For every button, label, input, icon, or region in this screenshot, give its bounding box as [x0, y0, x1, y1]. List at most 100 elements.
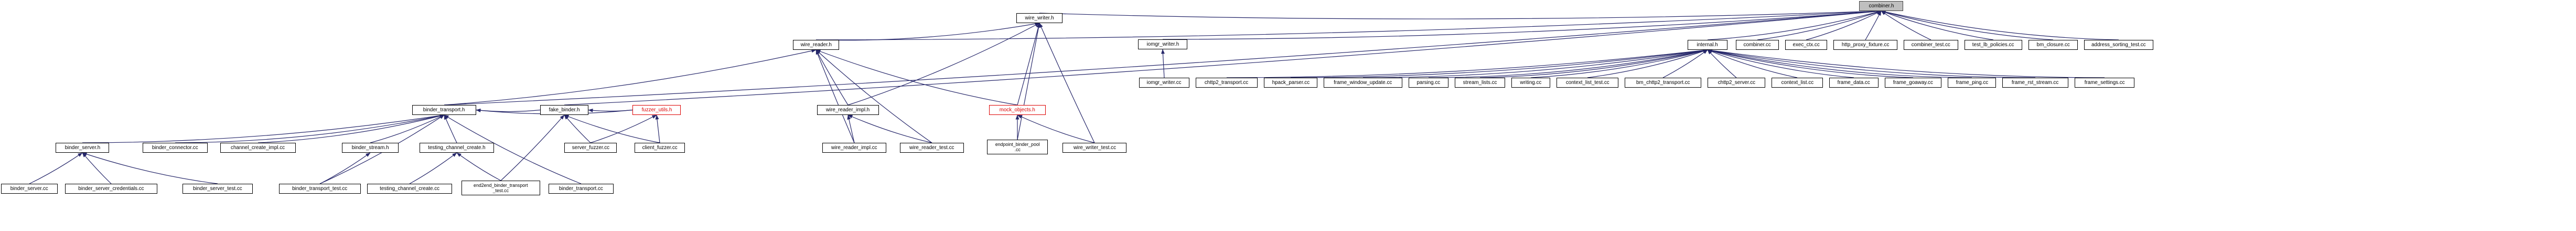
graph-node-bm-chttp2-transport-cc[interactable]: bm_chttp2_transport.cc	[1625, 78, 1701, 88]
graph-node-combiner-cc[interactable]: combiner.cc	[1736, 40, 1779, 50]
graph-node-label: writing.cc	[1520, 79, 1542, 86]
graph-node-binder-transport-h[interactable]: binder_transport.h	[412, 105, 476, 115]
graph-node-frame-data-cc[interactable]: frame_data.cc	[1829, 78, 1879, 88]
graph-node-binder-stream-h[interactable]: binder_stream.h	[342, 143, 399, 153]
graph-node-address-sorting-test-cc[interactable]: address_sorting_test.cc	[2084, 40, 2153, 50]
graph-node-label: frame_ping.cc	[1956, 79, 1988, 86]
graph-node-label: combiner_test.cc	[1911, 41, 1951, 48]
graph-node-label: chttp2_server.cc	[1718, 79, 1755, 86]
graph-node-context-list-cc[interactable]: context_list.cc	[1772, 78, 1823, 88]
graph-node-endpoint-binder-pool-cc[interactable]: endpoint_binder_pool .cc	[987, 140, 1048, 154]
graph-node-fuzzer-utils-h[interactable]: fuzzer_utils.h	[632, 105, 681, 115]
graph-node-label: context_list.cc	[1781, 79, 1813, 86]
graph-node-label: frame_rst_stream.cc	[2012, 79, 2059, 86]
graph-node-label: binder_server.h	[65, 144, 100, 151]
graph-node-iomgr-writer-cc[interactable]: iomgr_writer.cc	[1139, 78, 1189, 88]
graph-node-frame-settings-cc[interactable]: frame_settings.cc	[2075, 78, 2134, 88]
graph-node-label: combiner.cc	[1743, 41, 1772, 48]
graph-node-label: end2end_binder_transport _test.cc	[474, 182, 528, 193]
graph-node-http-proxy-fixture-cc[interactable]: http_proxy_fixture.cc	[1833, 40, 1897, 50]
graph-node-chttp2-server-cc[interactable]: chttp2_server.cc	[1708, 78, 1765, 88]
graph-node-binder-server-cc[interactable]: binder_server.cc	[1, 184, 58, 194]
graph-node-iomgr-writer-h[interactable]: iomgr_writer.h	[1138, 39, 1187, 49]
graph-node-label: binder_stream.h	[351, 144, 389, 151]
graph-node-exec-ctx-cc[interactable]: exec_ctx.cc	[1785, 40, 1827, 50]
graph-node-parsing-cc[interactable]: parsing.cc	[1409, 78, 1448, 88]
graph-node-label: bm_chttp2_transport.cc	[1636, 79, 1690, 86]
graph-node-wire-writer-test-cc[interactable]: wire_writer_test.cc	[1062, 143, 1126, 153]
graph-node-label: frame_window_update.cc	[1334, 79, 1392, 86]
graph-node-label: frame_data.cc	[1837, 79, 1871, 86]
graph-node-label: combiner.h	[1869, 3, 1894, 9]
graph-node-writing-cc[interactable]: writing.cc	[1511, 78, 1550, 88]
graph-node-wire-reader-impl-h[interactable]: wire_reader_impl.h	[817, 105, 879, 115]
graph-node-label: frame_settings.cc	[2084, 79, 2125, 86]
graph-node-test-lb-policies-cc[interactable]: test_lb_policies.cc	[1965, 40, 2022, 50]
graph-node-frame-rst-stream-cc[interactable]: frame_rst_stream.cc	[2002, 78, 2068, 88]
graph-node-testing-channel-create-cc[interactable]: testing_channel_create.cc	[367, 184, 452, 194]
graph-node-label: testing_channel_create.h	[428, 144, 486, 151]
graph-node-label: bm_closure.cc	[2036, 41, 2070, 48]
graph-node-frame-goaway-cc[interactable]: frame_goaway.cc	[1885, 78, 1941, 88]
graph-node-label: frame_goaway.cc	[1893, 79, 1934, 86]
graph-node-chttp2-transport-cc[interactable]: chttp2_transport.cc	[1196, 78, 1258, 88]
graph-node-label: server_fuzzer.cc	[572, 144, 609, 151]
graph-node-label: binder_server_test.cc	[193, 185, 242, 192]
graph-node-label: wire_writer_test.cc	[1073, 144, 1116, 151]
graph-node-wire-reader-h[interactable]: wire_reader.h	[793, 40, 839, 50]
graph-node-label: test_lb_policies.cc	[1972, 41, 2014, 48]
graph-node-binder-server-h[interactable]: binder_server.h	[56, 143, 109, 153]
graph-node-label: chttp2_transport.cc	[1205, 79, 1249, 86]
graph-node-binder-server-credentials-cc[interactable]: binder_server_credentials.cc	[65, 184, 157, 194]
graph-node-channel-create-impl-cc[interactable]: channel_create_impl.cc	[220, 143, 296, 153]
graph-node-label: iomgr_writer.cc	[1147, 79, 1182, 86]
graph-node-binder-connector-cc[interactable]: binder_connector.cc	[143, 143, 208, 153]
graph-node-wire-reader-test-cc[interactable]: wire_reader_test.cc	[900, 143, 964, 153]
graph-node-label: internal.h	[1697, 41, 1719, 48]
graph-node-label: wire_reader_impl.cc	[831, 144, 877, 151]
graph-node-label: fuzzer_utils.h	[641, 107, 672, 113]
graph-node-label: binder_server.cc	[10, 185, 48, 192]
graph-node-internal-h[interactable]: internal.h	[1688, 40, 1727, 50]
graph-node-wire-writer-h[interactable]: wire_writer.h	[1016, 13, 1062, 23]
graph-node-combiner-test-cc[interactable]: combiner_test.cc	[1904, 40, 1958, 50]
graph-node-testing-channel-create-h[interactable]: testing_channel_create.h	[420, 143, 494, 153]
graph-node-label: wire_reader_impl.h	[826, 107, 870, 113]
graph-node-label: binder_transport.h	[423, 107, 465, 113]
graph-node-wire-reader-impl-cc[interactable]: wire_reader_impl.cc	[822, 143, 886, 153]
graph-node-combiner-h[interactable]: combiner.h	[1859, 1, 1903, 11]
graph-node-label: binder_transport_test.cc	[292, 185, 348, 192]
graph-node-label: channel_create_impl.cc	[231, 144, 285, 151]
graph-node-label: hpack_parser.cc	[1272, 79, 1310, 86]
graph-node-mock-objects-h[interactable]: mock_objects.h	[989, 105, 1046, 115]
graph-node-binder-transport-test-cc[interactable]: binder_transport_test.cc	[279, 184, 361, 194]
graph-node-label: wire_writer.h	[1025, 15, 1054, 21]
graph-node-client-fuzzer-cc[interactable]: client_fuzzer.cc	[635, 143, 685, 153]
graph-node-end2end-binder-transport-test-cc[interactable]: end2end_binder_transport _test.cc	[461, 181, 540, 195]
graph-node-label: client_fuzzer.cc	[642, 144, 678, 151]
graph-node-context-list-test-cc[interactable]: context_list_test.cc	[1557, 78, 1618, 88]
graph-node-label: exec_ctx.cc	[1793, 41, 1820, 48]
graph-node-label: parsing.cc	[1416, 79, 1441, 86]
graph-node-label: testing_channel_create.cc	[380, 185, 439, 192]
graph-node-label: http_proxy_fixture.cc	[1841, 41, 1890, 48]
graph-node-label: wire_reader.h	[800, 41, 832, 48]
graph-node-label: fake_binder.h	[549, 107, 580, 113]
graph-node-bm-closure-cc[interactable]: bm_closure.cc	[2028, 40, 2078, 50]
graph-node-label: binder_connector.cc	[152, 144, 198, 151]
graph-node-label: mock_objects.h	[999, 107, 1036, 113]
graph-node-label: stream_lists.cc	[1463, 79, 1497, 86]
graph-node-hpack-parser-cc[interactable]: hpack_parser.cc	[1264, 78, 1317, 88]
graph-node-binder-transport-cc[interactable]: binder_transport.cc	[549, 184, 614, 194]
graph-node-stream-lists-cc[interactable]: stream_lists.cc	[1455, 78, 1505, 88]
graph-node-frame-window-update-cc[interactable]: frame_window_update.cc	[1324, 78, 1402, 88]
graph-node-server-fuzzer-cc[interactable]: server_fuzzer.cc	[564, 143, 617, 153]
graph-node-frame-ping-cc[interactable]: frame_ping.cc	[1948, 78, 1996, 88]
graph-node-binder-server-test-cc[interactable]: binder_server_test.cc	[183, 184, 253, 194]
graph-node-label: binder_transport.cc	[559, 185, 603, 192]
graph-node-label: context_list_test.cc	[1565, 79, 1609, 86]
graph-node-label: wire_reader_test.cc	[909, 144, 954, 151]
graph-node-fake-binder-h[interactable]: fake_binder.h	[540, 105, 588, 115]
